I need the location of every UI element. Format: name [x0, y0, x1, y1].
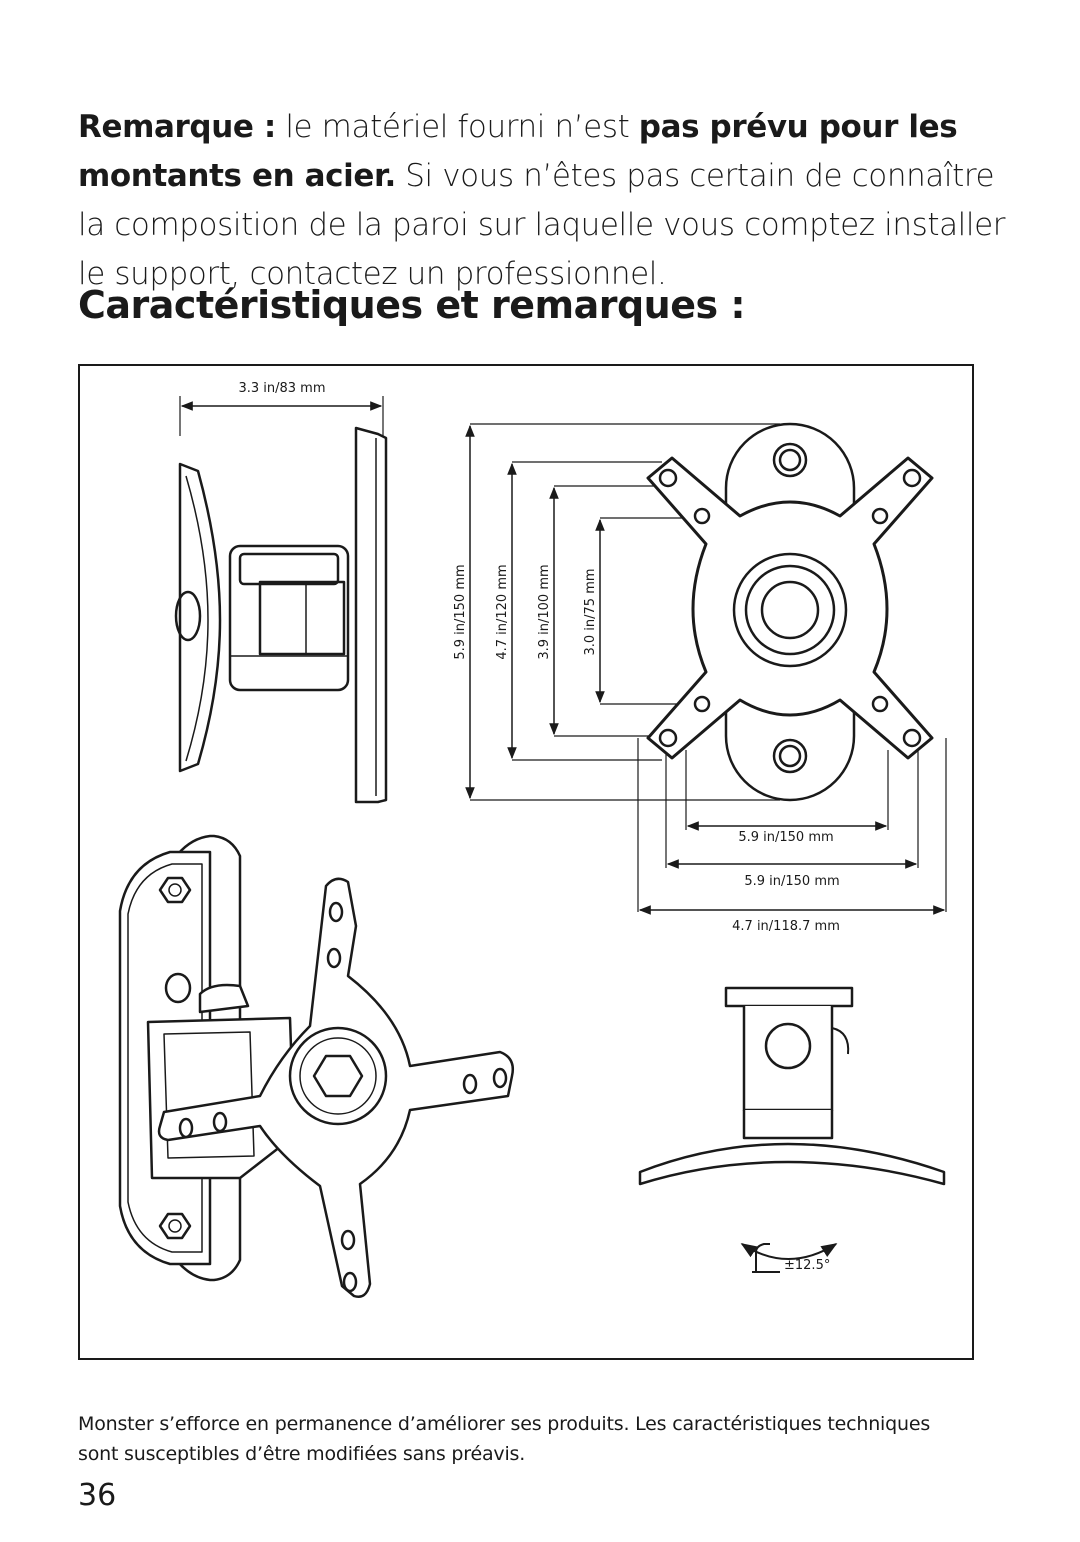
- dim-vertical-150: 5.9 in/150 mm: [453, 564, 468, 659]
- section-heading: Caractéristiques et remarques :: [78, 283, 746, 327]
- dim-horizontal-150-outer: 5.9 in/150 mm: [744, 874, 839, 889]
- tilt-view: [638, 986, 946, 1273]
- note-lead: Remarque :: [78, 109, 276, 145]
- footer-disclaimer: Monster s’efforce en permanence d’amélio…: [78, 1413, 931, 1465]
- note-text-2: Si vous n’êtes pas certain de connaître …: [78, 158, 1006, 292]
- page-number: 36: [78, 1478, 117, 1513]
- mount-technical-drawing: 3.3 in/83 mm 5.9 in/150 mm 4.7 in/120 mm…: [118, 381, 947, 1298]
- side-view-drawing: [174, 396, 388, 804]
- dim-vertical-120: 4.7 in/120 mm: [495, 564, 510, 659]
- dim-top-width: 3.3 in/83 mm: [238, 381, 325, 396]
- isometric-view: [118, 834, 514, 1298]
- dim-horizontal-150-inner: 5.9 in/150 mm: [738, 830, 833, 845]
- note-emphasis: pas prévu pour les montants en acier.: [78, 109, 958, 194]
- vesa-front-view: [465, 422, 947, 915]
- dim-vertical-100: 3.9 in/100 mm: [537, 564, 552, 659]
- note-text-1: le matériel fourni n’est: [275, 109, 639, 145]
- dim-vertical-75: 3.0 in/75 mm: [583, 568, 598, 655]
- dim-horizontal-total: 4.7 in/118.7 mm: [732, 919, 840, 934]
- safety-note: Remarque : le matériel fourni n’est pas …: [78, 103, 1008, 299]
- technical-drawing-frame: 3.3 in/83 mm 5.9 in/150 mm 4.7 in/120 mm…: [78, 364, 974, 1360]
- tilt-angle-label: ±12.5°: [784, 1258, 830, 1273]
